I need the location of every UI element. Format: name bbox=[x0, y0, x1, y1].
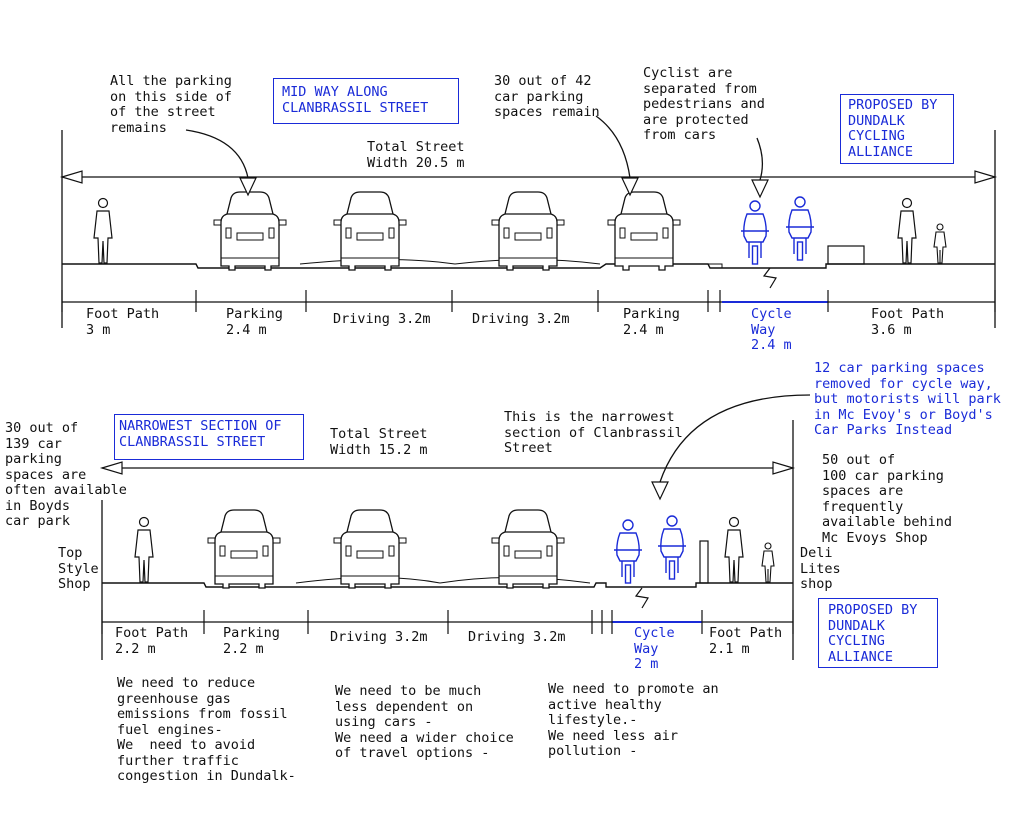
top-segment-dimension bbox=[61, 290, 996, 312]
top-figures bbox=[93, 191, 947, 271]
top-note-spaces: 30 out of 42 car parking spaces remain bbox=[494, 73, 600, 120]
car-icon bbox=[207, 509, 281, 589]
bottom-note-boyds: 30 out of 139 car parking spaces are oft… bbox=[5, 420, 127, 529]
top-seg-cycleway: Cycle Way 2.4 m bbox=[751, 306, 792, 353]
top-proposed-box bbox=[840, 94, 954, 164]
bottom-segment-dimension bbox=[101, 610, 794, 634]
bottom-seg-driving-2: Driving 3.2m bbox=[468, 629, 566, 645]
bottom-seg-parking: Parking 2.2 m bbox=[223, 625, 280, 657]
cyclist-icon bbox=[613, 519, 643, 584]
top-seg-footpath-right: Foot Path 3.6 m bbox=[871, 306, 945, 338]
top-title-box bbox=[273, 78, 459, 124]
bottom-seg-driving-1: Driving 3.2m bbox=[330, 629, 428, 645]
top-seg-parking-left: Parking 2.4 m bbox=[226, 306, 283, 338]
top-note-parking-side: All the parking on this side of of the s… bbox=[110, 73, 232, 136]
top-note-cyclist: Cyclist are separated from pedestrians a… bbox=[643, 65, 765, 143]
footer-col-3: We need to promote an active healthy lif… bbox=[548, 681, 719, 759]
top-title: MID WAY ALONG CLANBRASSIL STREET bbox=[282, 84, 429, 116]
bottom-figures bbox=[134, 509, 775, 589]
bottom-arrows bbox=[651, 394, 811, 501]
car-icon bbox=[213, 191, 287, 271]
cyclist-icon bbox=[740, 200, 770, 265]
top-seg-driving-2: Driving 3.2m bbox=[472, 311, 570, 327]
top-total-width-dimension bbox=[59, 130, 998, 328]
car-icon bbox=[607, 191, 681, 271]
bottom-seg-footpath-right: Foot Path 2.1 m bbox=[709, 625, 783, 657]
top-total-width-label: Total Street Width 20.5 m bbox=[367, 139, 465, 171]
car-icon bbox=[333, 191, 407, 271]
cyclist-icon bbox=[785, 196, 815, 261]
shop-right-label: Deli Lites shop bbox=[800, 545, 841, 592]
top-seg-footpath-left: Foot Path 3 m bbox=[86, 306, 160, 338]
bottom-seg-cycleway: Cycle Way 2 m bbox=[634, 625, 675, 672]
bottom-title: NARROWEST SECTION OF CLANBRASSIL STREET bbox=[119, 418, 282, 450]
cyclist-icon bbox=[657, 515, 687, 580]
top-seg-driving-1: Driving 3.2m bbox=[333, 311, 431, 327]
car-icon bbox=[491, 509, 565, 589]
bottom-seg-footpath-left: Foot Path 2.2 m bbox=[115, 625, 189, 657]
bottom-note-narrowest: This is the narrowest section of Clanbra… bbox=[504, 409, 683, 456]
car-icon bbox=[333, 509, 407, 589]
car-icon bbox=[491, 191, 565, 271]
top-seg-parking-right: Parking 2.4 m bbox=[623, 306, 680, 338]
footer-col-2: We need to be much less dependent on usi… bbox=[335, 683, 514, 761]
bottom-proposed-box bbox=[818, 598, 938, 668]
bottom-total-width-label: Total Street Width 15.2 m bbox=[330, 426, 428, 458]
bottom-street-profile bbox=[102, 540, 793, 609]
shop-left-label: Top Style Shop bbox=[58, 545, 99, 592]
bottom-note-removed: 12 car parking spaces removed for cycle … bbox=[814, 360, 1001, 438]
top-arrows bbox=[185, 115, 769, 199]
bottom-title-box bbox=[114, 414, 304, 460]
footer-col-1: We need to reduce greenhouse gas emissio… bbox=[117, 675, 296, 784]
bottom-proposed-label: PROPOSED BY DUNDALK CYCLING ALLIANCE bbox=[828, 602, 918, 665]
bottom-note-mcevoys: 50 out of 100 car parking spaces are fre… bbox=[822, 452, 953, 546]
top-proposed-label: PROPOSED BY DUNDALK CYCLING ALLIANCE bbox=[848, 97, 938, 160]
